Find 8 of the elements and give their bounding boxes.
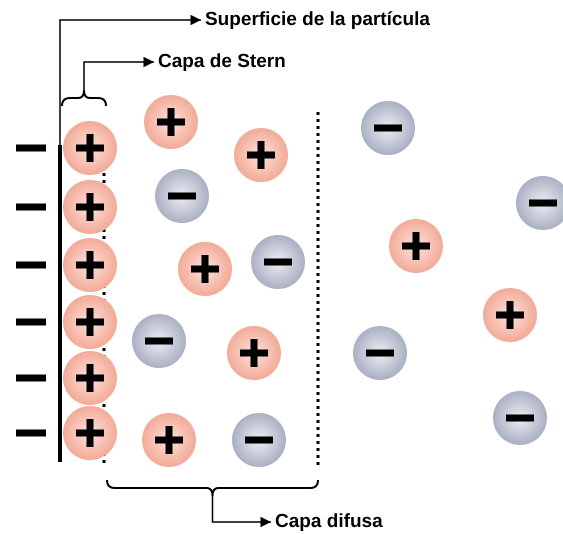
leader-line xyxy=(83,56,154,90)
callout-label: Capa difusa xyxy=(275,511,383,533)
bracket xyxy=(61,89,107,106)
leader-line xyxy=(212,496,271,528)
callout-label: Capa de Stern xyxy=(158,51,286,73)
callout-label: Superficie de la partícula xyxy=(205,9,430,31)
leader-line xyxy=(59,14,201,145)
bracket xyxy=(106,480,319,497)
